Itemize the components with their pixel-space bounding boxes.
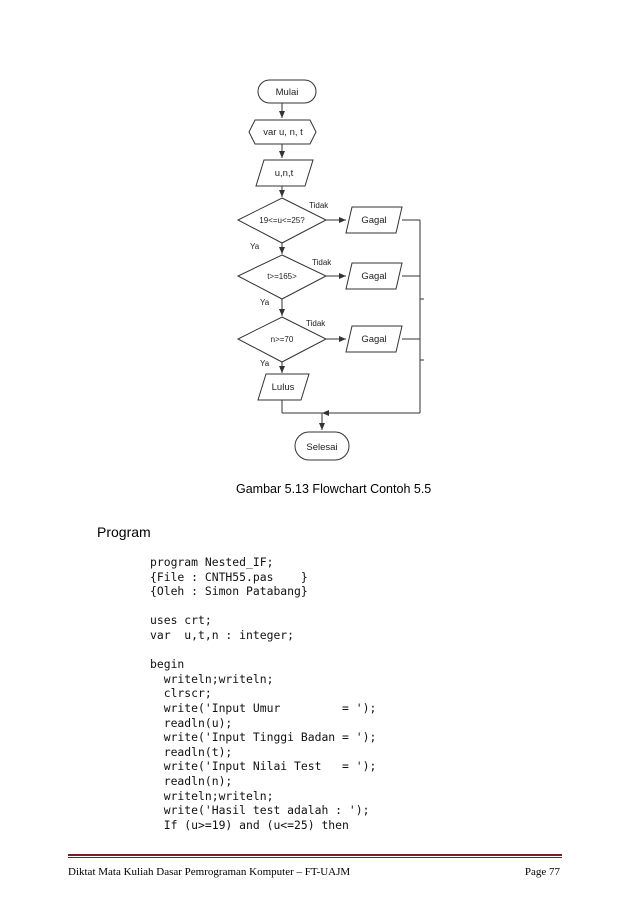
decision-score: n>=70 Tidak Ya bbox=[236, 316, 328, 368]
code-line: write('Input Tinggi Badan = '); bbox=[150, 730, 377, 745]
code-line bbox=[150, 599, 376, 614]
code-line bbox=[150, 643, 376, 658]
input-shape: u,n,t bbox=[255, 159, 314, 187]
code-line: writeln;writeln; bbox=[150, 788, 274, 803]
yes-label-3: Ya bbox=[260, 359, 270, 368]
page-number: Page 77 bbox=[524, 866, 560, 878]
declaration-shape: var u, n, t bbox=[248, 119, 317, 145]
code-line: {File : CNTH55.pas } bbox=[150, 569, 308, 584]
code-line: {Oleh : Simon Patabang} bbox=[150, 584, 308, 599]
fail-label-3: Gagal bbox=[361, 334, 386, 345]
pass-output: Lulus bbox=[257, 373, 310, 401]
fail-output-3: Gagal bbox=[345, 325, 403, 353]
figure-caption: Gambar 5.13 Flowchart Contoh 5.5 bbox=[236, 482, 432, 496]
end-label: Selesai bbox=[306, 442, 337, 453]
flow-connectors bbox=[279, 103, 424, 430]
footer-title: Diktat Mata Kuliah Dasar Pemrograman Kom… bbox=[68, 866, 351, 878]
code-line: write('Hasil test adalah : '); bbox=[150, 803, 370, 818]
code-line: write('Input Nilai Test = '); bbox=[150, 759, 377, 774]
start-terminal: Mulai bbox=[257, 79, 317, 104]
code-line: readln(u); bbox=[150, 715, 233, 730]
code-line: var u,t,n : integer; bbox=[150, 627, 295, 642]
code-line: write('Input Umur = '); bbox=[150, 700, 377, 715]
code-block: program Nested_IF;{File : CNTH55.pas }{O… bbox=[150, 555, 376, 832]
decision-height-label: t>=165> bbox=[267, 272, 297, 281]
pass-label: Lulus bbox=[272, 382, 295, 393]
start-label: Mulai bbox=[276, 87, 299, 98]
code-line: readln(n); bbox=[150, 773, 233, 788]
footer-divider-thin bbox=[68, 857, 562, 858]
code-line: readln(t); bbox=[150, 744, 233, 759]
decision-age: 19<=u<=25? Tidak Ya bbox=[236, 197, 329, 251]
fail-label-1: Gagal bbox=[361, 215, 386, 226]
code-line: uses crt; bbox=[150, 613, 212, 628]
code-line: program Nested_IF; bbox=[150, 555, 274, 569]
code-line: begin bbox=[150, 657, 185, 672]
fail-label-2: Gagal bbox=[361, 271, 386, 282]
fail-output-1: Gagal bbox=[345, 206, 403, 234]
input-label: u,n,t bbox=[275, 168, 294, 179]
code-line: If (u>=19) and (u<=25) then bbox=[150, 817, 349, 832]
no-label-2: Tidak bbox=[312, 258, 332, 267]
declaration-label: var u, n, t bbox=[263, 127, 303, 138]
flowchart: Mulai var u, n, t u,n,t 19<=u<=25? Tidak… bbox=[236, 79, 424, 461]
fail-output-2: Gagal bbox=[345, 262, 403, 290]
end-terminal: Selesai bbox=[294, 431, 350, 461]
section-heading: Program bbox=[97, 524, 151, 540]
no-label-1: Tidak bbox=[309, 201, 329, 210]
no-label-3: Tidak bbox=[306, 319, 326, 328]
yes-label-1: Ya bbox=[250, 242, 260, 251]
decision-height: t>=165> Tidak Ya bbox=[236, 254, 332, 307]
footer-divider bbox=[68, 854, 562, 856]
decision-score-label: n>=70 bbox=[271, 335, 294, 344]
yes-label-2: Ya bbox=[260, 298, 270, 307]
decision-age-label: 19<=u<=25? bbox=[259, 216, 305, 225]
code-line: writeln;writeln; bbox=[150, 671, 274, 686]
code-line: clrscr; bbox=[150, 686, 212, 701]
